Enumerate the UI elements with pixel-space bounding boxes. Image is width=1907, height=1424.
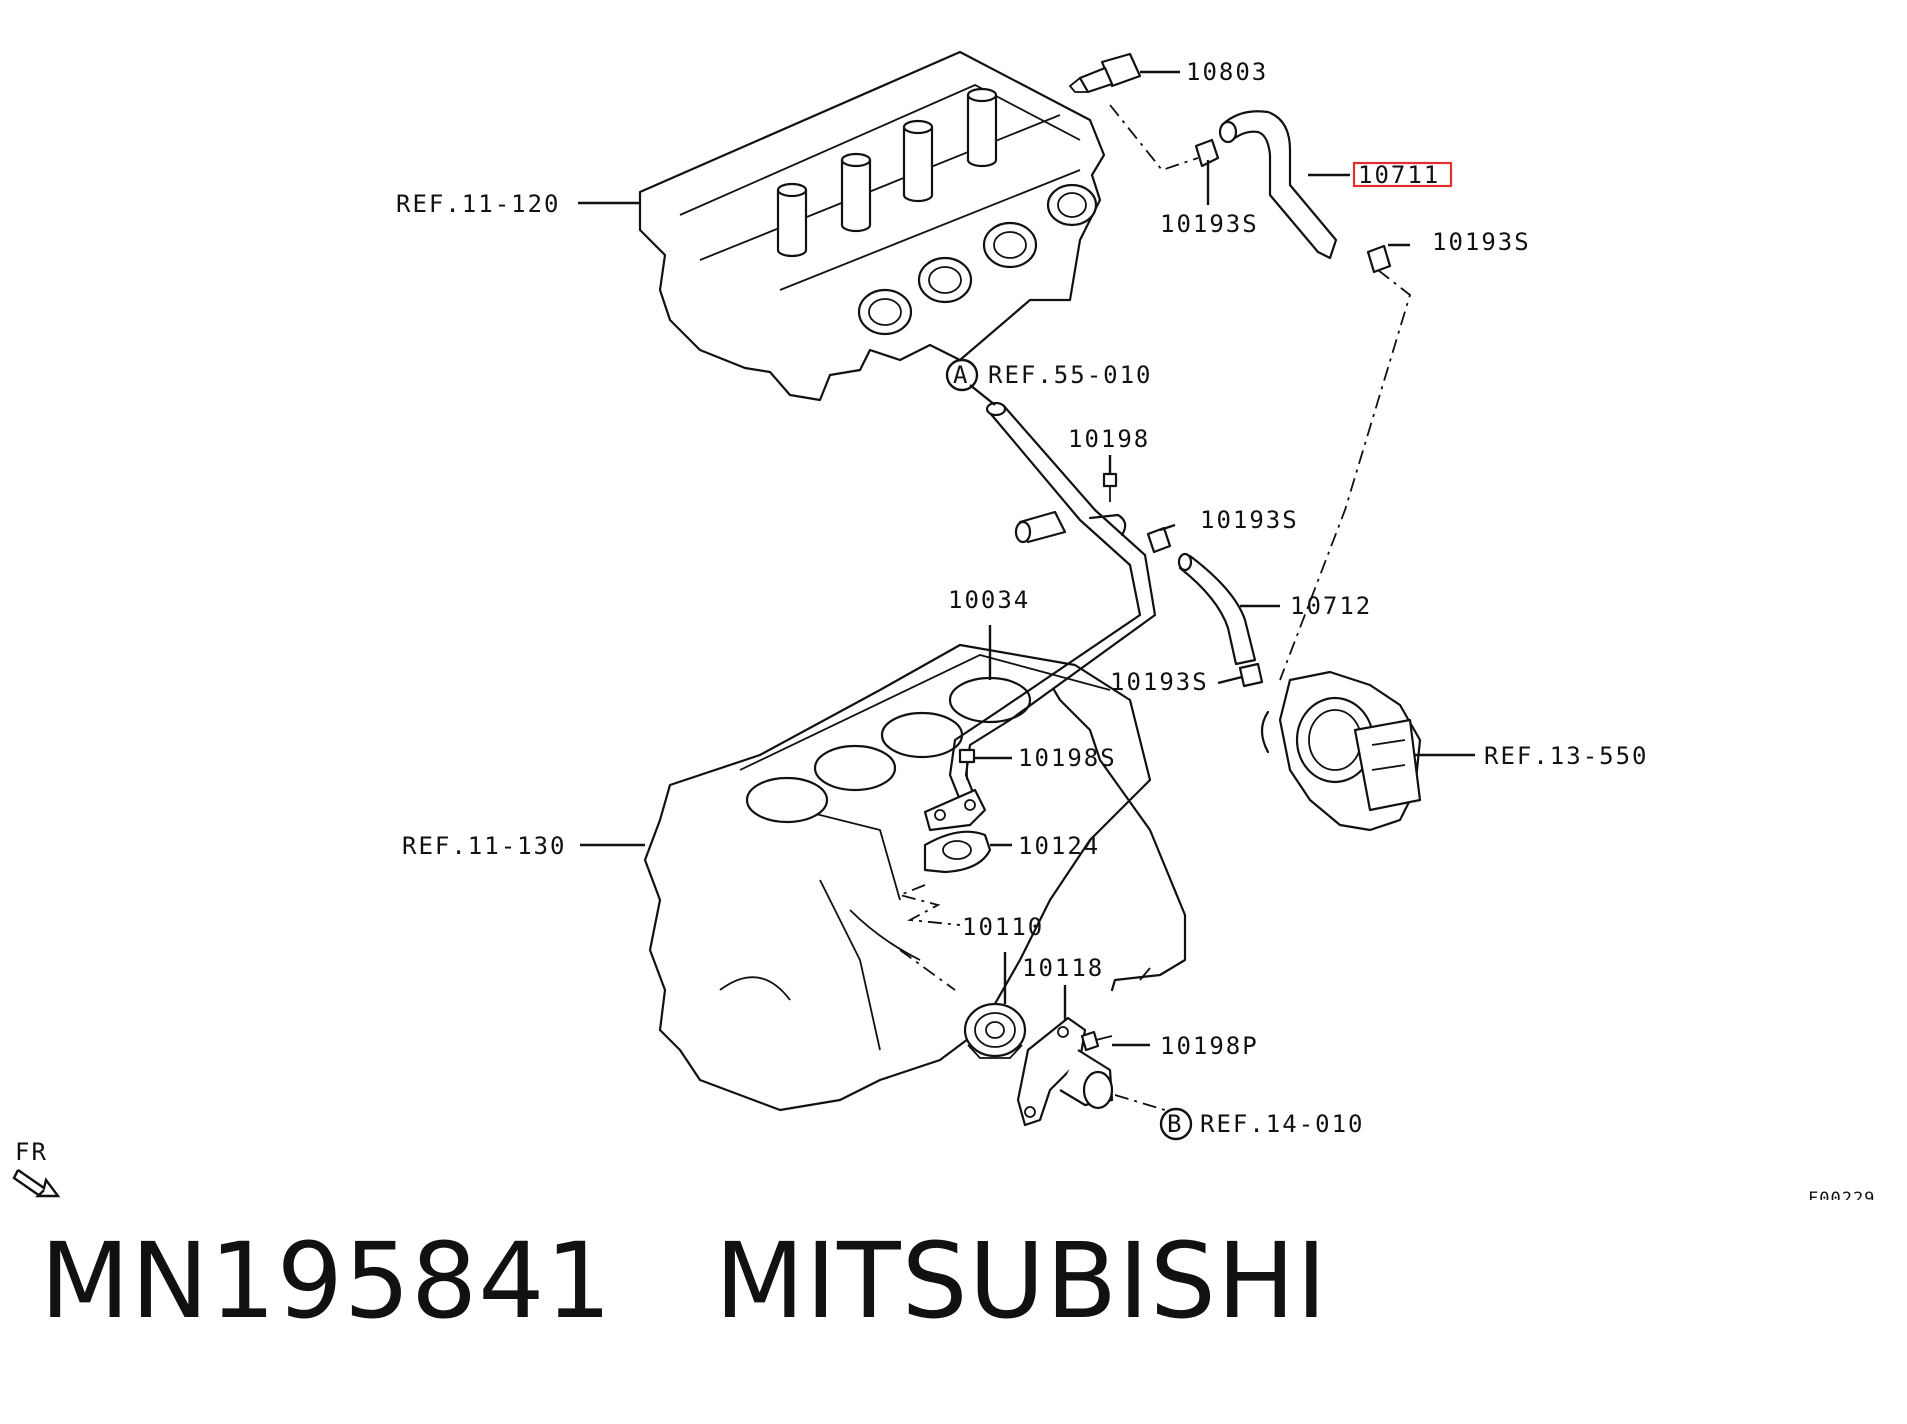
label-10711[interactable]: 10711 (1358, 161, 1440, 189)
front-arrow-icon (12, 1169, 61, 1198)
label-10198: 10198 (1068, 425, 1150, 453)
label-10803: 10803 (1186, 58, 1268, 86)
label-ref-14-010: REF.14-010 (1200, 1110, 1365, 1138)
thermostat-10110 (963, 1002, 1027, 1059)
label-ref-11-120: REF.11-120 (396, 190, 561, 218)
cylinder-block (643, 643, 1152, 1112)
highlight-box-10711 (1352, 161, 1453, 188)
label-10034: 10034 (948, 586, 1030, 614)
circle-marker-a (945, 358, 979, 392)
label-circle-a: A (953, 361, 968, 389)
gasket-10124 (923, 830, 992, 874)
label-10193s-a: 10193S (1160, 210, 1259, 238)
hose-10712 (1178, 554, 1257, 666)
label-circle-b: B (1167, 1110, 1181, 1138)
parts-diagram: REF.11-120 10803 10711 10193S 10193S A R… (12, 50, 1875, 1200)
label-10193s-c: 10193S (1200, 506, 1299, 534)
clamp-icons (1146, 138, 1392, 688)
footer-part-number: MN195841 (40, 1220, 613, 1342)
label-10193s-b: 10193S (1432, 228, 1531, 256)
cylinder-head (638, 50, 1106, 402)
part-labels: REF.11-120 10803 10711 10193S 10193S A R… (15, 58, 1875, 1200)
throttle-body (1260, 670, 1422, 832)
circle-marker-b (1159, 1107, 1193, 1141)
exhaust-ports (857, 183, 1098, 336)
label-ref-13-550: REF.13-550 (1484, 742, 1649, 770)
label-ref-11-130: REF.11-130 (402, 832, 567, 860)
label-10124: 10124 (1018, 832, 1100, 860)
sensor-10803 (1068, 52, 1142, 94)
label-10118: 10118 (1022, 954, 1104, 982)
footer-brand: MITSUBISHI (714, 1220, 1328, 1342)
label-10198s: 10198S (1018, 744, 1117, 772)
label-fr: FR (15, 1138, 48, 1166)
label-10110: 10110 (962, 913, 1044, 941)
leader-lines (578, 70, 1475, 1047)
hose-10711 (1220, 110, 1338, 260)
label-10712: 10712 (1290, 592, 1372, 620)
label-figure-code: F00229 (1808, 1189, 1875, 1200)
water-inlet-10118 (1016, 1016, 1114, 1127)
bolt-icons (958, 472, 1118, 1052)
cam-towers (776, 87, 998, 258)
label-10193s-d: 10193S (1110, 668, 1209, 696)
footer-caption: MN195841 MITSUBISHI (40, 1220, 1328, 1342)
label-10198p: 10198P (1160, 1032, 1259, 1060)
label-ref-55-010: REF.55-010 (988, 361, 1153, 389)
